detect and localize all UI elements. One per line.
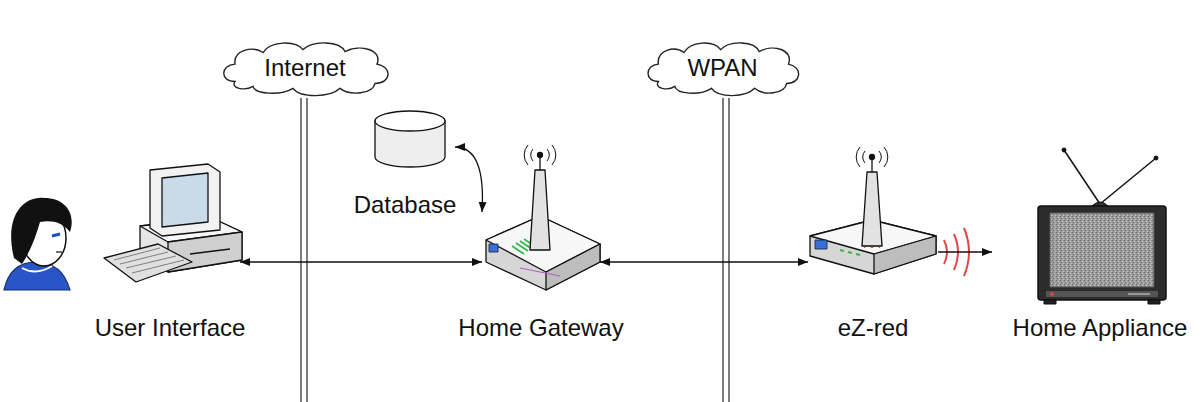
ezred-icon (810, 147, 936, 274)
radio-waves (524, 145, 556, 165)
tv-foot (1148, 300, 1160, 304)
shirt-collar (22, 266, 52, 272)
device-label: User Interface (95, 314, 246, 342)
boundary-line (722, 98, 723, 402)
gateway-antenna (530, 170, 550, 250)
cloud-label: Internet (215, 38, 395, 98)
ir-wave (944, 240, 947, 264)
tv-antenna (1100, 158, 1156, 204)
internet-boundary (301, 98, 307, 402)
monitor-screen (162, 173, 208, 227)
tv-icon (1038, 148, 1166, 304)
cloud-label: WPAN (640, 38, 805, 98)
boundary-line (300, 98, 301, 402)
boundary-line (728, 98, 729, 402)
link-arrow (240, 261, 482, 262)
antenna-tip (870, 155, 875, 160)
wpan-boundary (723, 98, 729, 402)
tv-buttons (1128, 293, 1150, 295)
user-interface-node: User Interface (100, 160, 240, 345)
keyboard (104, 244, 192, 282)
ezred-side (874, 236, 936, 274)
antenna-tip (1062, 148, 1066, 152)
keyboard-keys (114, 248, 184, 273)
link-arrow (600, 261, 808, 262)
tv-screen (1050, 213, 1154, 287)
computer-icon (104, 164, 242, 282)
device-label: Home Appliance (1013, 314, 1188, 342)
database-node: Database (355, 108, 455, 220)
gateway-trim (520, 268, 560, 276)
gateway-node: Home Gateway (482, 145, 600, 345)
link-arrow (938, 251, 992, 252)
gateway-icon (486, 145, 600, 290)
antenna-tip (538, 153, 543, 158)
ezred-port (815, 240, 827, 249)
user-hair (11, 198, 72, 264)
boundary-line (306, 98, 307, 402)
device-label: Database (354, 191, 457, 219)
appliance-node: Home Appliance (992, 145, 1204, 345)
drive-slot (190, 249, 230, 254)
ir-wave (964, 228, 969, 276)
tv-antenna (1064, 150, 1100, 204)
user-figure (4, 198, 72, 290)
cylinder-top (375, 111, 445, 131)
ir-waves (944, 228, 969, 276)
gateway-side (546, 244, 600, 290)
tv-light (1050, 292, 1054, 296)
monitor (150, 164, 220, 236)
user-shirt (4, 262, 70, 290)
device-label: eZ-red (838, 314, 909, 342)
tv-panel (1046, 291, 1158, 297)
ir-wave (954, 234, 958, 270)
tv-foot (1044, 300, 1056, 304)
device-label: Home Gateway (458, 314, 623, 342)
antenna-tip (1154, 156, 1158, 160)
database-cylinder (375, 111, 445, 167)
ezred-leds (840, 250, 860, 255)
device-node: eZ-red (808, 145, 938, 345)
user-mouth (56, 251, 62, 252)
user-eye (52, 234, 60, 236)
ezred-antenna (862, 172, 882, 246)
tv-body (1038, 206, 1166, 300)
gateway-port (489, 244, 498, 252)
network-cloud: WPAN (640, 38, 805, 98)
link-arrow (455, 147, 482, 212)
network-cloud: Internet (215, 38, 395, 98)
radio-waves (856, 147, 888, 167)
